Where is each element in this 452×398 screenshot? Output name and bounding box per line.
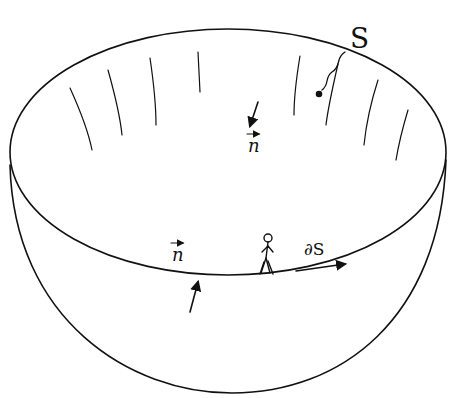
point-dot: [317, 92, 322, 97]
orientation-arrow: [296, 264, 345, 271]
boundary-label: ∂S: [302, 240, 326, 259]
walker-figure: [260, 234, 273, 274]
normal-label: n: [246, 136, 262, 156]
surface-label: S: [348, 24, 371, 54]
normal-vector: [250, 102, 258, 126]
rim-ellipse: [10, 29, 446, 275]
bowl-outline: [10, 160, 446, 393]
leader-line: [322, 52, 345, 90]
normal-label: n: [170, 245, 186, 265]
normal-vector: [190, 282, 198, 312]
vector-arrow: [171, 242, 183, 243]
vector-arrow: [247, 133, 259, 134]
shading-strokes: [70, 52, 408, 160]
